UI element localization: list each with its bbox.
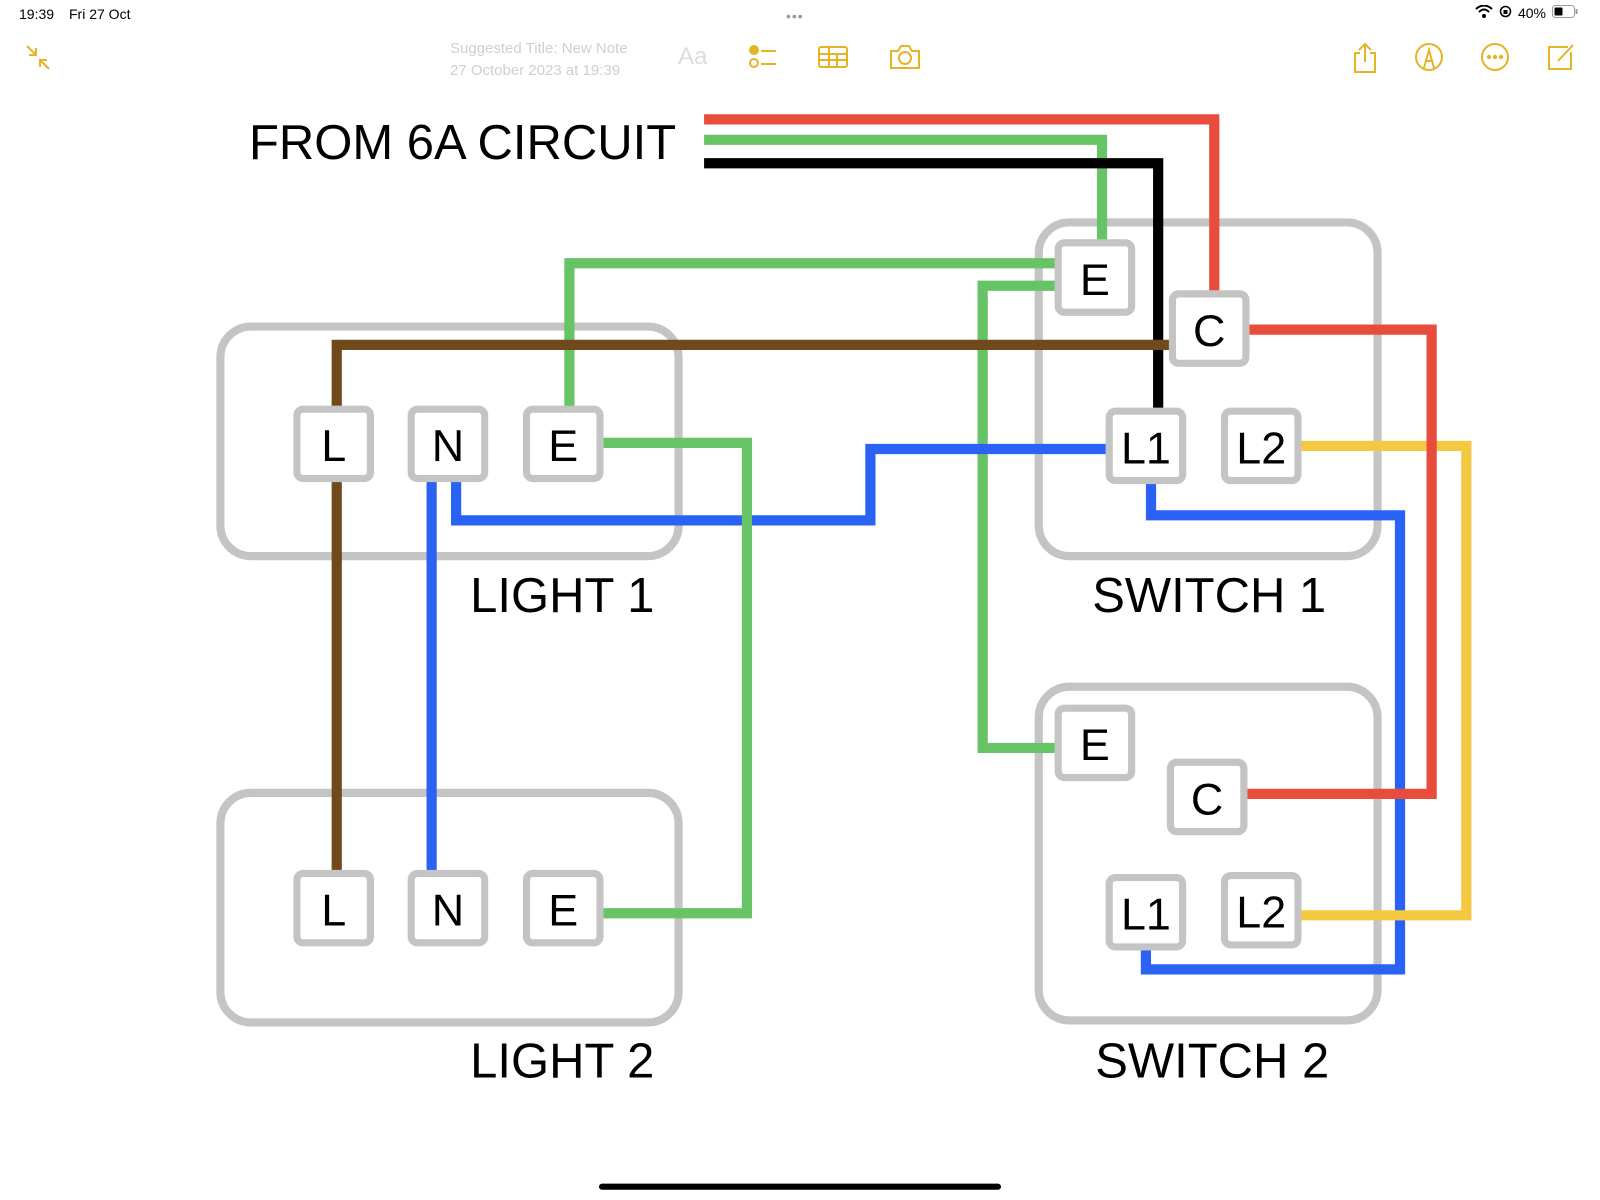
checklist-icon[interactable] [748, 42, 778, 72]
terminal-box [1220, 871, 1302, 949]
terminal-label: C [1191, 773, 1223, 824]
component-label: LIGHT 2 [470, 1035, 654, 1089]
markup-icon[interactable] [1414, 42, 1444, 72]
more-icon[interactable] [1480, 42, 1510, 72]
table-icon[interactable] [818, 42, 848, 72]
terminal-label: N [432, 885, 464, 936]
terminal-box [293, 405, 374, 483]
terminal-box [1054, 239, 1136, 316]
terminal-label: E [1080, 254, 1110, 305]
terminal-label: L1 [1121, 889, 1171, 940]
terminal-label: N [432, 420, 464, 471]
terminal-box [1166, 758, 1248, 836]
terminal-label: L [321, 420, 346, 471]
component-box-4 [1034, 682, 1382, 1025]
ghost-title: Suggested Title: New Note [450, 40, 628, 57]
home-indicator[interactable] [598, 1183, 1002, 1190]
diagram-title: FROM 6A CIRCUIT [249, 116, 676, 170]
wire-supply-earth [704, 134, 1108, 261]
terminal-label: E [548, 420, 578, 471]
component-label: SWITCH 1 [1092, 569, 1326, 623]
wire-strapper-l1 [1140, 474, 1406, 975]
component-label: SWITCH 2 [1095, 1035, 1329, 1089]
collapse-icon[interactable] [24, 42, 54, 72]
format-button[interactable]: Aa [678, 43, 708, 70]
component-box-2 [216, 788, 683, 1027]
status-date: Fri 27 Oct [69, 6, 131, 22]
wire-supply-live [704, 114, 1220, 305]
camera-icon[interactable] [889, 42, 920, 72]
orientation-lock-icon [1499, 5, 1512, 21]
terminal-box [522, 869, 604, 947]
wire-common-switch1-switch2 [1236, 324, 1437, 799]
terminal-box [407, 869, 489, 947]
wire-earth-switch1-switch2 [977, 280, 1067, 754]
component-box-3 [1034, 218, 1382, 561]
terminal-box [1220, 407, 1302, 485]
terminal-box [407, 405, 489, 483]
terminal-label: E [1080, 719, 1110, 770]
wire-strapper-l2 [1293, 440, 1472, 921]
ghost-date: 27 October 2023 at 19:39 [450, 62, 621, 79]
terminal-box [293, 869, 374, 947]
terminal-box [522, 405, 604, 483]
wire-neutral-light1-switch1 [451, 443, 1116, 526]
terminal-box [1168, 290, 1250, 367]
component-label: LIGHT 1 [470, 569, 654, 623]
terminal-label: E [548, 885, 578, 936]
terminal-label: C [1193, 305, 1225, 356]
battery-percent: 40% [1517, 5, 1546, 21]
terminal-box [1105, 873, 1187, 951]
wire-supply-neutral [704, 158, 1164, 414]
wifi-icon [1475, 4, 1493, 21]
terminal-label: L [321, 885, 346, 936]
status-time: 19:39 [19, 6, 55, 22]
terminal-label: L1 [1121, 422, 1171, 473]
multitask-dots-icon[interactable]: ••• [786, 8, 804, 24]
wire-earth-switch1-light1 [564, 258, 1067, 419]
battery-icon [1552, 5, 1578, 21]
wire-switched-live-light1 [331, 339, 1192, 419]
terminal-box [1054, 704, 1136, 782]
share-icon[interactable] [1350, 42, 1380, 73]
terminal-label: L2 [1236, 887, 1286, 938]
wire-earth-light1-light2 [591, 437, 753, 919]
compose-icon[interactable] [1546, 42, 1576, 72]
terminal-label: L2 [1236, 422, 1286, 473]
terminal-box [1105, 407, 1187, 485]
